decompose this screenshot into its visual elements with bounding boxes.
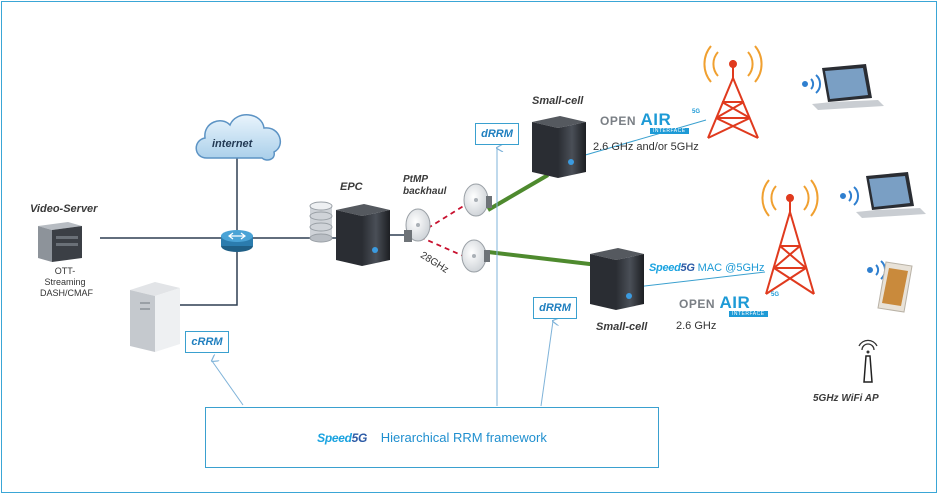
oai-open: OPEN (679, 297, 716, 311)
ptmp-line-2: backhaul (403, 186, 447, 197)
ott-streaming-label: OTT- Streaming DASH/CMAF (40, 266, 94, 299)
ptmp-line-1: PtMP (403, 174, 428, 185)
band-top-label: 2.6 GHz and/or 5GHz (593, 141, 699, 153)
wifi-signal-icon (840, 186, 860, 206)
control-arrows (212, 148, 553, 407)
oai-open: OPEN (600, 114, 637, 128)
dish-antenna-icon (461, 239, 490, 273)
wifi-signal-icon (802, 74, 822, 94)
router-icon (221, 230, 253, 252)
link-router-crrm-server (178, 248, 238, 306)
speed5g-prefix: Speed (317, 431, 352, 445)
oai-air: AIR (719, 293, 751, 312)
internet-label: internet (212, 138, 253, 150)
backhaul-link-bottom (487, 250, 599, 267)
video-server-icon (38, 222, 82, 262)
ott-line-3: DASH/CMAF (40, 288, 94, 298)
tablet-icon (877, 261, 913, 313)
cell-tower-icon (703, 45, 763, 139)
framework-label: Hierarchical RRM framework (380, 430, 547, 445)
wifi-signal-icon (867, 260, 887, 280)
wifi-ap-label: 5GHz WiFi AP (813, 393, 879, 404)
backhaul-link-top (486, 173, 550, 212)
cell-tower-icon (761, 179, 819, 295)
cloud-icon (195, 114, 282, 161)
small-cell-bottom-label: Small-cell (596, 321, 648, 333)
drrm-bottom-box: dRRM (533, 297, 577, 319)
laptop-icon (812, 64, 884, 110)
arrow-to-crrm (212, 361, 244, 406)
speed5g-suffix: 5G (680, 262, 695, 274)
speed5g-mac-label: Speed5G MAC @5GHz (649, 262, 764, 274)
speed5g-logo: Speed5G (317, 431, 367, 445)
epc-label: EPC (340, 181, 363, 193)
radio-link-top (574, 119, 707, 159)
ott-line-1: OTT- (54, 266, 76, 276)
database-icon (309, 201, 333, 243)
speed5g-prefix: Speed (649, 262, 681, 274)
arrow-to-drrm-bottom (540, 321, 553, 407)
radio-link-bottom (627, 271, 766, 289)
band-bottom-label: 2.6 GHz (676, 320, 717, 332)
drrm-top-box: dRRM (475, 123, 519, 145)
speed5g-suffix: 5G (351, 431, 368, 445)
oai-5g: 5G (692, 109, 701, 115)
ptmp-backhaul-label: PtMP backhaul (403, 174, 446, 198)
mac-5ghz-text: MAC @5GHz (697, 262, 765, 274)
wifi-ap-icon (858, 339, 878, 383)
dish-antenna-icon (463, 183, 492, 217)
video-server-label: Video-Server (30, 203, 98, 215)
hierarchical-rrm-framework-box: Speed5G Hierarchical RRM framework (205, 407, 659, 468)
oai-interface: INTERFACE (650, 128, 689, 134)
crrm-server-icon (130, 282, 180, 352)
oai-5g: 5G (771, 292, 780, 298)
speed5g-logo: Speed5G (649, 262, 695, 274)
openairinterface-logo-bottom: OPEN AIR 5G INTERFACE (679, 292, 779, 317)
dish-antenna-icon (404, 208, 431, 242)
epc-server-icon (336, 204, 390, 266)
small-cell-top-label: Small-cell (532, 95, 584, 107)
crrm-box: cRRM (185, 331, 229, 353)
oai-air: AIR (640, 110, 672, 129)
small-cell-server-bottom-icon (590, 248, 644, 310)
small-cell-server-top-icon (532, 116, 586, 178)
oai-interface: INTERFACE (729, 311, 768, 317)
openairinterface-logo-top: OPEN AIR 5G INTERFACE (600, 109, 700, 134)
laptop-icon (856, 172, 926, 218)
ott-line-2: Streaming (44, 277, 86, 287)
